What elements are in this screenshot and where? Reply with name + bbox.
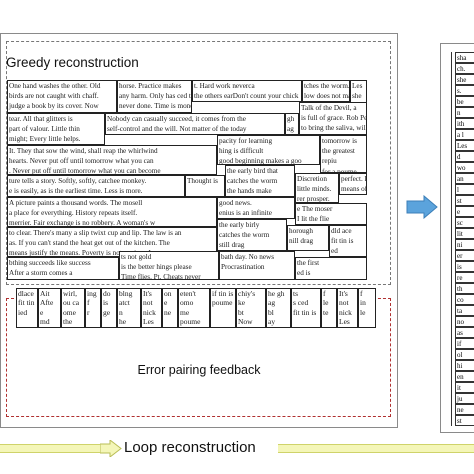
text-fragment: Discretion little minds. rer prosper.	[295, 173, 339, 203]
result-line: n	[455, 107, 474, 118]
error-strip: on e ne	[162, 288, 178, 328]
text-fragment: Thought is	[185, 175, 225, 197]
result-line: ne	[455, 404, 474, 415]
text-fragment: One hand washes the other. Old birds are…	[7, 80, 117, 113]
error-strip: ing f r	[85, 288, 101, 328]
result-line: th	[455, 283, 474, 294]
error-strip: Ait Afte e md e	[38, 288, 61, 328]
text-fragment: ts not gold is the better hings please T…	[119, 251, 219, 280]
result-line: if	[455, 338, 474, 349]
loop-track-right	[278, 444, 474, 453]
error-strip-row: dlace fit tin ied Ait Afte e md e wirl, …	[16, 288, 376, 328]
result-line: re	[455, 272, 474, 283]
text-fragment: perfect. I means of	[339, 173, 367, 195]
result-column-divider	[451, 52, 452, 426]
error-strip: eten't omo me poume	[178, 288, 210, 328]
result-line: l	[455, 184, 474, 195]
text-fragment: horse. Practice makes any harm. Only has…	[117, 80, 192, 113]
text-fragment: bthing succeeds like success After a sto…	[7, 257, 119, 280]
text-fragment: e The moser I lit the flie	[295, 203, 367, 225]
error-pairing-title: Error pairing feedback	[137, 363, 261, 377]
error-strip: f le te	[321, 288, 337, 328]
text-fragment: good news. enius is an infinite	[217, 197, 295, 219]
text-fragment: t. Hard work neverca the others earDon't…	[192, 80, 302, 102]
result-line: an	[455, 173, 474, 184]
error-strip: chiy's ke bt Now	[236, 288, 266, 328]
result-line: be	[455, 96, 474, 107]
text-fragment: tches the worm. It's low does not make a	[302, 80, 350, 102]
result-line: ni	[455, 239, 474, 250]
error-strip: It's not nick Les o	[337, 288, 358, 328]
result-line: er	[455, 250, 474, 261]
error-strip: do is ge	[101, 288, 117, 328]
text-fragment: the first ed is	[295, 257, 367, 280]
loop-reconstruction-title: Loop reconstruction	[124, 439, 256, 456]
result-line: she	[455, 74, 474, 85]
result-line: e	[455, 206, 474, 217]
error-strip: dlace fit tin ied	[16, 288, 38, 328]
result-line: s.	[455, 85, 474, 96]
result-line: st	[455, 195, 474, 206]
greedy-reconstruction-region	[6, 41, 391, 285]
result-line: d	[455, 151, 474, 162]
fragment-mosaic: One hand washes the other. Old birds are…	[7, 80, 367, 280]
result-line: a l	[455, 129, 474, 140]
right-arrow-icon	[406, 195, 438, 219]
text-fragment: tomorrow is the greatest repiu for a pou…	[320, 135, 367, 173]
error-strip: wirl, ou ca ome the	[61, 288, 85, 328]
result-line: hi	[455, 360, 474, 371]
text-fragment: gh ag	[285, 113, 299, 135]
result-line: st	[455, 415, 474, 426]
text-fragment: It. They that sow the wind, shall reap t…	[7, 145, 217, 175]
text-fragment: dld ace fit tin is ed	[329, 225, 367, 257]
result-line: wo	[455, 162, 474, 173]
text-fragment: tear. All that glitters is part of valou…	[7, 113, 105, 145]
result-line: ith	[455, 118, 474, 129]
result-line: as	[455, 327, 474, 338]
result-line: Les	[455, 140, 474, 151]
result-line: sha	[455, 52, 474, 63]
error-strip: blng atct n he	[117, 288, 141, 328]
result-line: ol	[455, 349, 474, 360]
text-fragment: ture tells a story. Softly, softly, catc…	[7, 175, 185, 197]
result-line: ta	[455, 305, 474, 316]
loop-reconstruction-result: sha ch. she s. be n ith a l Les d wo an …	[440, 43, 474, 433]
result-line: lit	[455, 228, 474, 239]
result-line: ju	[455, 393, 474, 404]
text-fragment: the early birly catches the worm still d…	[217, 219, 287, 251]
error-strip: It's not nick Les o	[141, 288, 162, 328]
text-fragment: bath day. No news Procrastination	[219, 251, 295, 280]
text-fragment: Talk of the Devil, a is full of grace. R…	[299, 102, 367, 135]
text-fragment: the early bird that catches the worm the…	[225, 165, 295, 197]
result-line: no	[455, 316, 474, 327]
result-line: is	[455, 261, 474, 272]
result-line: it	[455, 382, 474, 393]
loop-track-left	[0, 444, 102, 453]
greedy-reconstruction-title: Greedy reconstruction	[6, 55, 139, 70]
result-line: sc	[455, 217, 474, 228]
text-fragment: pacity for learning hing is difficult go…	[217, 135, 320, 165]
text-fragment: A picture paints a thousand words. The m…	[7, 197, 217, 227]
result-line: ch.	[455, 63, 474, 74]
loop-arrow-icon	[100, 440, 122, 457]
error-strip: f in le	[358, 288, 376, 328]
result-line: en	[455, 371, 474, 382]
result-line: co	[455, 294, 474, 305]
text-fragment: horough nill drag	[287, 225, 329, 251]
error-strip: if tin is poume	[210, 288, 236, 328]
error-strip: he gh ag bl ay	[266, 288, 291, 328]
error-strip: ts s ced fit tin is	[291, 288, 321, 328]
text-fragment: Nobody can casually succeed, it comes fr…	[105, 113, 285, 135]
